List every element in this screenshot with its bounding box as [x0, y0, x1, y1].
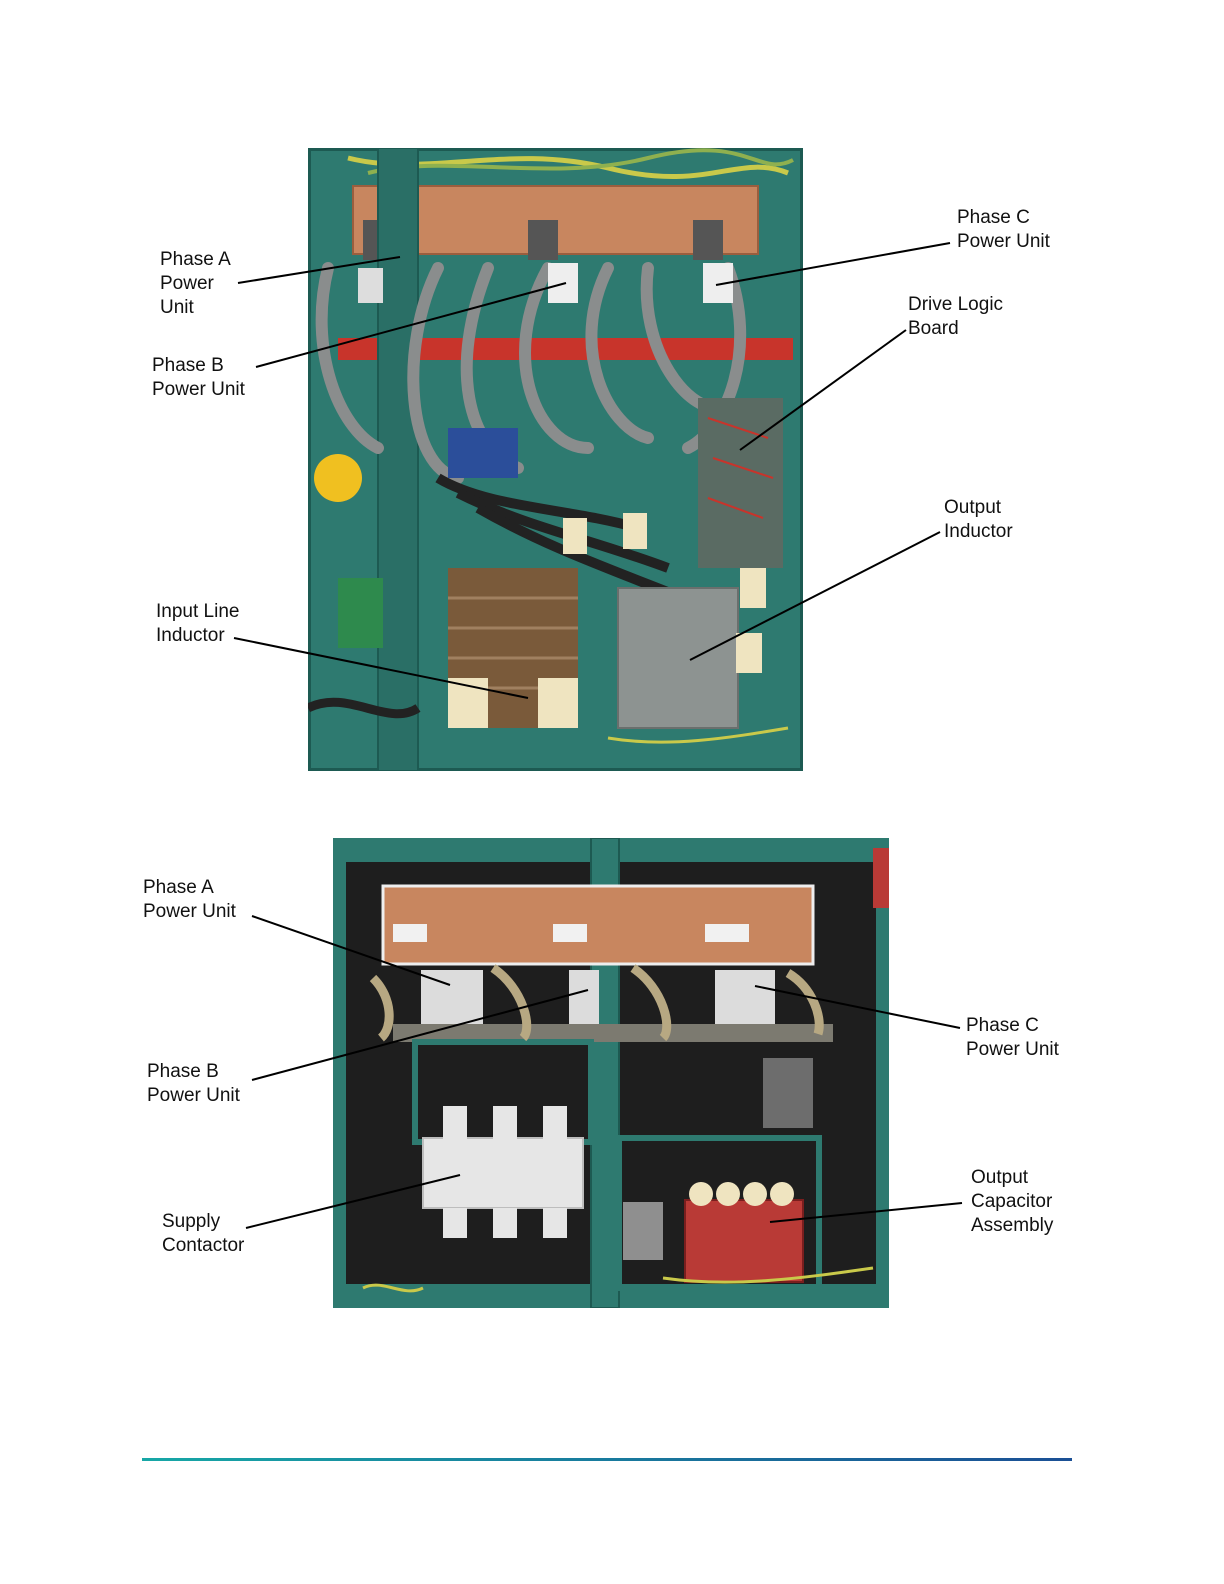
label-line: Power Unit	[957, 230, 1050, 254]
label-line: Power	[160, 272, 231, 296]
label-line: Contactor	[162, 1234, 244, 1258]
label-line: Inductor	[156, 624, 239, 648]
label-line: Phase B	[152, 354, 245, 378]
label-line: Output	[944, 496, 1013, 520]
footer-rule	[142, 1458, 1072, 1461]
label-phase-b-power-unit-2: Phase B Power Unit	[147, 1060, 240, 1108]
label-phase-b-power-unit: Phase B Power Unit	[152, 354, 245, 402]
label-line: Output	[971, 1166, 1053, 1190]
label-output-capacitor-assembly: Output Capacitor Assembly	[971, 1166, 1053, 1238]
label-line: Power Unit	[966, 1038, 1059, 1062]
label-input-line-inductor: Input Line Inductor	[156, 600, 239, 648]
cabinet-photo-2	[333, 838, 889, 1308]
label-line: Power Unit	[152, 378, 245, 402]
label-line: Inductor	[944, 520, 1013, 544]
label-line: Drive Logic	[908, 293, 1003, 317]
label-output-inductor: Output Inductor	[944, 496, 1013, 544]
label-line: Input Line	[156, 600, 239, 624]
label-line: Board	[908, 317, 1003, 341]
label-phase-a-power-unit-2: Phase A Power Unit	[143, 876, 236, 924]
label-drive-logic-board: Drive Logic Board	[908, 293, 1003, 341]
label-line: Phase B	[147, 1060, 240, 1084]
label-phase-a-power-unit: Phase A Power Unit	[160, 248, 231, 320]
label-line: Power Unit	[143, 900, 236, 924]
label-line: Unit	[160, 296, 231, 320]
label-phase-c-power-unit: Phase C Power Unit	[957, 206, 1050, 254]
label-line: Assembly	[971, 1214, 1053, 1238]
label-line: Phase A	[160, 248, 231, 272]
label-supply-contactor: Supply Contactor	[162, 1210, 244, 1258]
label-line: Phase C	[966, 1014, 1059, 1038]
cabinet-photo-1	[308, 148, 803, 771]
label-phase-c-power-unit-2: Phase C Power Unit	[966, 1014, 1059, 1062]
label-line: Supply	[162, 1210, 244, 1234]
label-line: Phase C	[957, 206, 1050, 230]
label-line: Power Unit	[147, 1084, 240, 1108]
label-line: Phase A	[143, 876, 236, 900]
label-line: Capacitor	[971, 1190, 1053, 1214]
